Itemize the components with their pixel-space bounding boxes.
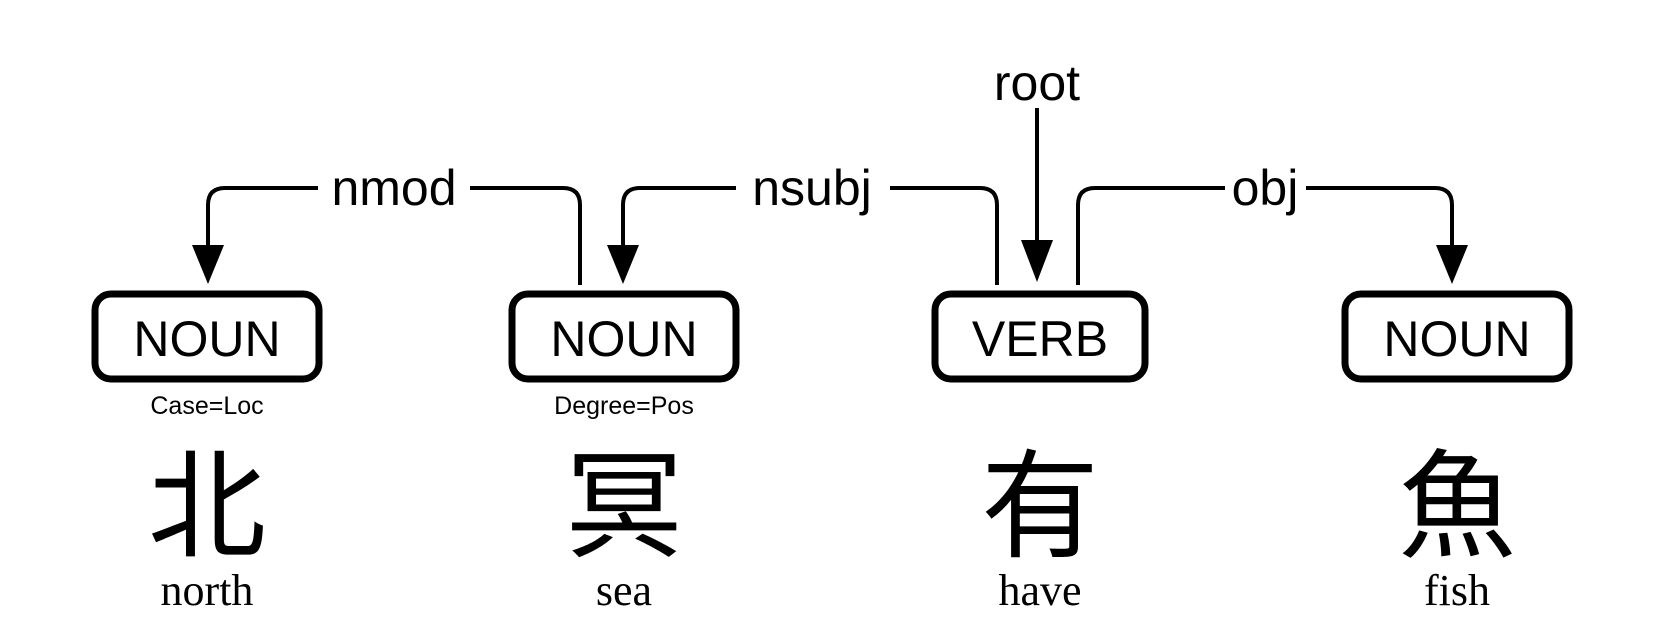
root-arrowhead	[1021, 240, 1053, 282]
arc-nmod-right-line	[470, 186, 582, 285]
pos-box	[508, 290, 740, 383]
morph-features: Degree=Pos	[554, 392, 694, 420]
pos-tag: VERB	[972, 311, 1108, 367]
token-fish: NOUN 魚 fish	[1341, 290, 1573, 615]
pos-tag: NOUN	[1383, 311, 1530, 367]
arc-obj-arrowhead	[1436, 245, 1468, 284]
pos-tag: NOUN	[550, 311, 697, 367]
arc-obj-right-line	[1306, 186, 1454, 245]
arc-obj: obj	[1076, 160, 1468, 285]
arc-nmod-label: nmod	[331, 160, 456, 216]
word-form: 冥	[565, 438, 683, 576]
root-label: root	[994, 55, 1080, 111]
arc-obj-left-line	[1076, 186, 1225, 285]
word-gloss: north	[161, 566, 254, 615]
arc-obj-label: obj	[1232, 160, 1299, 216]
token-north: NOUN Case=Loc 北 north	[91, 290, 323, 615]
word-gloss: fish	[1424, 566, 1490, 615]
arc-nsubj-right-line	[890, 186, 999, 285]
root-arc: root	[994, 55, 1080, 282]
word-gloss: sea	[596, 566, 652, 615]
pos-box	[91, 290, 323, 383]
word-gloss: have	[998, 566, 1081, 615]
morph-features: Case=Loc	[150, 392, 263, 420]
token-sea: NOUN Degree=Pos 冥 sea	[508, 290, 740, 615]
word-form: 魚	[1398, 438, 1516, 576]
pos-box	[1341, 290, 1573, 383]
word-form: 北	[148, 438, 266, 576]
word-form: 有	[981, 438, 1099, 576]
pos-tag: NOUN	[133, 311, 280, 367]
arc-nsubj-label: nsubj	[752, 160, 872, 216]
token-have: VERB 有 have	[931, 290, 1149, 615]
arc-nsubj-arrowhead	[607, 245, 639, 284]
arc-nsubj: nsubj	[607, 160, 999, 285]
arc-nmod: nmod	[192, 160, 582, 285]
arc-nmod-arrowhead	[192, 245, 224, 284]
pos-box	[931, 290, 1149, 383]
arc-nsubj-left-line	[621, 186, 736, 245]
arc-nmod-left-line	[206, 186, 318, 245]
